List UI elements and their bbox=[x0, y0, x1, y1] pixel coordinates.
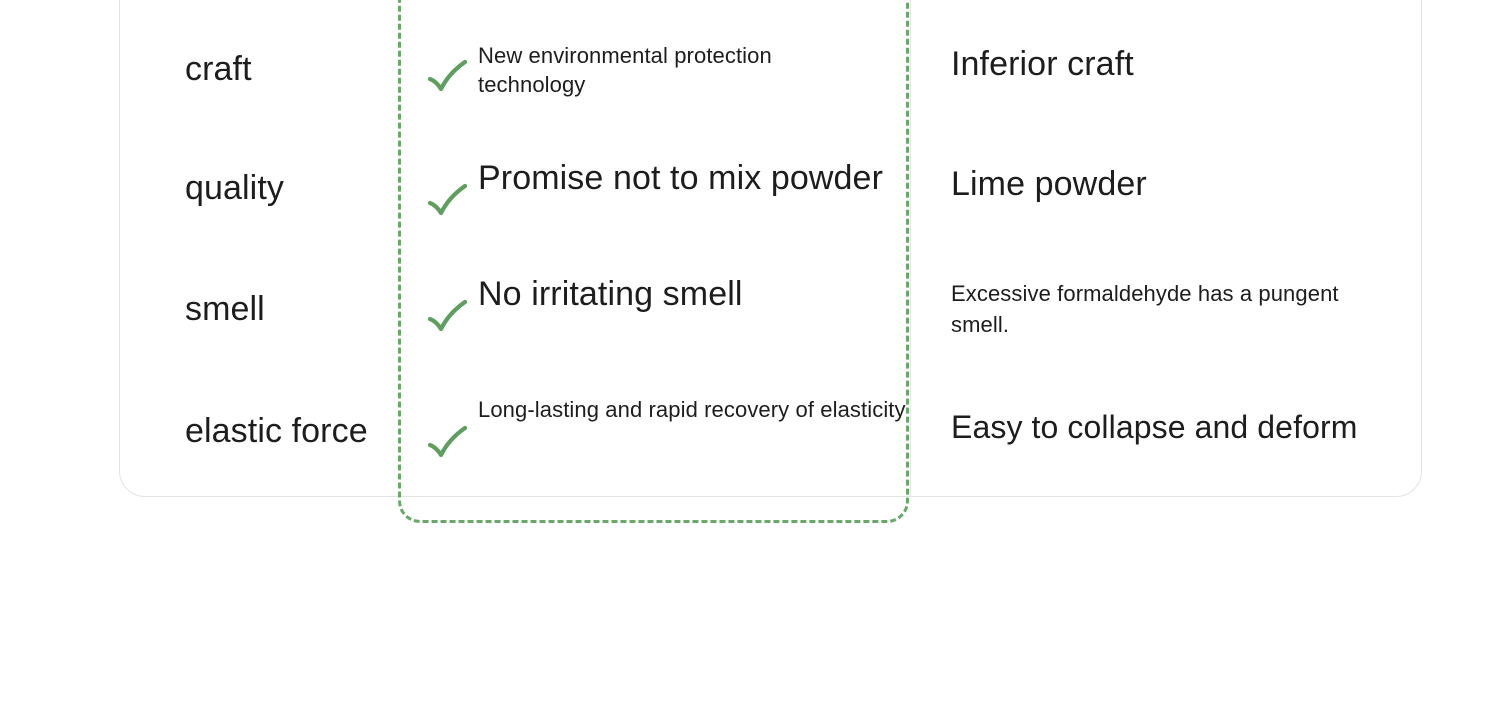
check-icon bbox=[424, 54, 470, 100]
row-pro-text: No irritating smell bbox=[478, 275, 743, 313]
row-attribute-label: elastic force bbox=[185, 412, 368, 450]
table-row: craft New environmental protection techn… bbox=[0, 18, 1500, 118]
check-icon bbox=[424, 420, 470, 466]
row-pro-text: New environmental protection technology bbox=[478, 43, 772, 97]
row-pro-text: Promise not to mix powder bbox=[478, 159, 883, 197]
table-row: smell No irritating smell Excessive form… bbox=[0, 262, 1500, 372]
row-pro-text: Long-lasting and rapid recovery of elast… bbox=[478, 397, 906, 422]
check-icon bbox=[424, 294, 470, 340]
highlighted-column-outline bbox=[398, 0, 909, 523]
check-icon bbox=[424, 178, 470, 224]
comparison-card bbox=[119, 0, 1422, 497]
row-attribute-label: smell bbox=[185, 290, 265, 328]
comparison-rows: craft New environmental protection techn… bbox=[0, 18, 1500, 482]
table-row: elastic force Long-lasting and rapid rec… bbox=[0, 382, 1500, 482]
row-con-text: Inferior craft bbox=[951, 45, 1134, 83]
column-divider bbox=[910, 0, 911, 497]
row-attribute-label: craft bbox=[185, 50, 252, 88]
row-con-text: Lime powder bbox=[951, 165, 1147, 203]
table-row: quality Promise not to mix powder Lime p… bbox=[0, 140, 1500, 240]
row-attribute-label: quality bbox=[185, 169, 284, 207]
row-con-text: Excessive formaldehyde has a pungent sme… bbox=[951, 281, 1339, 338]
row-con-text: Easy to collapse and deform bbox=[951, 409, 1358, 445]
